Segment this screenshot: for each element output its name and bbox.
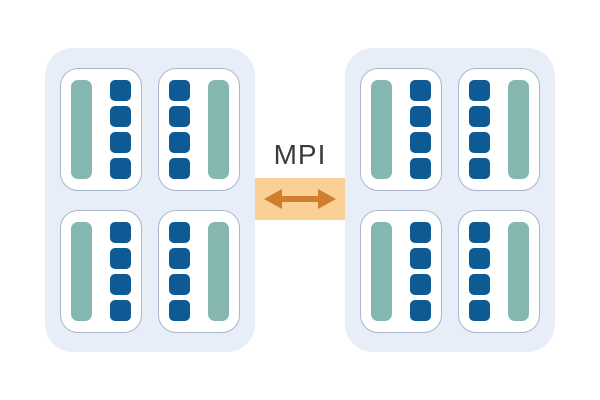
compute-node-left: [45, 48, 255, 352]
core: [410, 106, 431, 127]
socket-card: [360, 210, 442, 333]
memory-bar: [208, 222, 229, 321]
core: [169, 300, 190, 321]
core-stack: [110, 222, 131, 321]
core: [169, 248, 190, 269]
socket-card: [60, 210, 142, 333]
memory-bar: [508, 80, 529, 179]
core: [469, 106, 490, 127]
socket-card: [158, 210, 240, 333]
core: [410, 248, 431, 269]
core: [410, 274, 431, 295]
core-stack: [169, 80, 190, 179]
core: [110, 248, 131, 269]
memory-bar: [371, 80, 392, 179]
double-arrow-icon: [264, 189, 336, 209]
core: [410, 300, 431, 321]
core: [169, 80, 190, 101]
core: [169, 106, 190, 127]
memory-bar: [508, 222, 529, 321]
memory-bar: [71, 80, 92, 179]
core: [469, 300, 490, 321]
core-stack: [469, 222, 490, 321]
core: [469, 222, 490, 243]
socket-card: [458, 210, 540, 333]
core-stack: [410, 80, 431, 179]
memory-bar: [208, 80, 229, 179]
core: [410, 158, 431, 179]
mpi-label: MPI: [273, 139, 327, 170]
mpi-connector-band: [255, 178, 345, 220]
core-stack: [469, 80, 490, 179]
memory-bar: [371, 222, 392, 321]
core-stack: [410, 222, 431, 321]
core: [410, 132, 431, 153]
core: [110, 274, 131, 295]
core: [469, 158, 490, 179]
compute-node-right: [345, 48, 555, 352]
core-stack: [110, 80, 131, 179]
core: [469, 132, 490, 153]
core: [110, 132, 131, 153]
memory-bar: [71, 222, 92, 321]
core: [110, 158, 131, 179]
core: [110, 106, 131, 127]
core: [169, 222, 190, 243]
core: [469, 274, 490, 295]
core: [410, 80, 431, 101]
core: [469, 80, 490, 101]
core: [469, 248, 490, 269]
socket-card: [60, 68, 142, 191]
core: [110, 222, 131, 243]
core: [410, 222, 431, 243]
socket-card: [458, 68, 540, 191]
core: [169, 158, 190, 179]
core: [169, 274, 190, 295]
core: [110, 300, 131, 321]
core: [110, 80, 131, 101]
core-stack: [169, 222, 190, 321]
core: [169, 132, 190, 153]
socket-card: [158, 68, 240, 191]
socket-card: [360, 68, 442, 191]
